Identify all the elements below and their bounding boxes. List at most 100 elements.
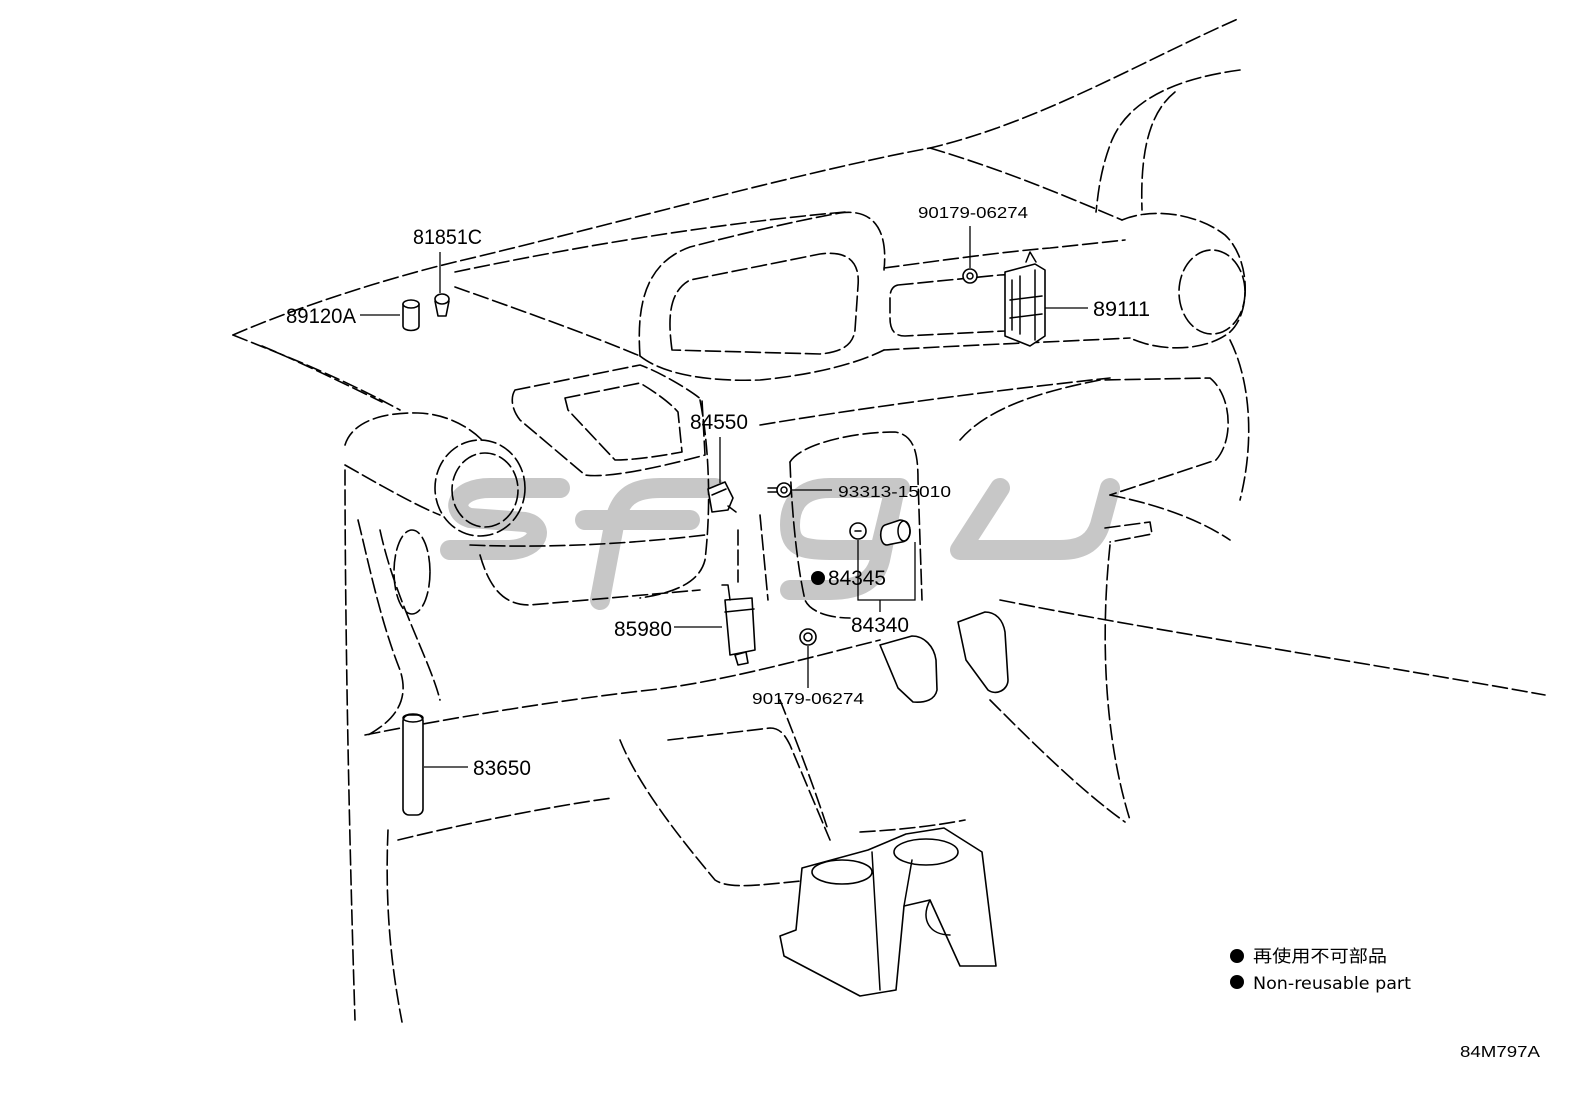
cylinder-83650-body <box>402 714 424 816</box>
console-right-line <box>989 699 1126 823</box>
lower-panel-top-line <box>759 377 1111 426</box>
right-console-side <box>1104 544 1131 821</box>
center-tray-inner <box>564 382 683 461</box>
left-side-panel-inner <box>379 529 441 701</box>
center-lower-line <box>779 699 829 831</box>
label-84345: 84345 <box>828 567 886 590</box>
hood-diagonal-line <box>454 286 641 357</box>
part-labels: 81851C 89120A 90179-06274 89111 84550 93… <box>286 205 1150 780</box>
dash-top-face-line <box>454 211 846 273</box>
clip-89120a-top <box>402 299 420 309</box>
clip-81851c-head <box>434 293 450 305</box>
cup-holder <box>779 827 997 997</box>
cylinder-83650-top <box>402 713 424 723</box>
cup-holder-divider <box>871 851 951 991</box>
nut-90179-top <box>962 268 978 284</box>
sensor-84550-tab <box>711 488 737 513</box>
part-84550 <box>707 481 737 513</box>
label-84550: 84550 <box>690 411 748 434</box>
nut-90179-bottom <box>799 628 817 646</box>
lower-console-inner <box>667 727 831 841</box>
upper-trim-right <box>883 239 1126 269</box>
part-90179-top <box>962 268 978 284</box>
part-89111 <box>1004 251 1046 347</box>
watermark-stroke-4 <box>950 478 1120 560</box>
legend-marker-english <box>1230 975 1244 989</box>
nut-90179-bottom-hole <box>803 632 813 642</box>
right-vent-housing <box>1121 212 1247 349</box>
watermark-stroke-3 <box>780 478 910 600</box>
right-side-edge <box>1229 339 1250 501</box>
label-83650: 83650 <box>473 757 531 780</box>
dash-lower-edge-2 <box>397 797 613 841</box>
legend-label-japanese: 再使用不可部品 <box>1253 946 1387 967</box>
right-small-panel <box>1104 521 1153 543</box>
left-vent-inner <box>451 452 519 528</box>
legend: 再使用不可部品 Non-reusable part <box>1230 946 1411 994</box>
part-89120a <box>402 299 420 332</box>
dash-top-edge <box>232 17 1241 336</box>
right-lower-trim <box>1109 494 1231 541</box>
figure-code: 84M797A <box>1460 1044 1540 1061</box>
module-89111-details <box>1009 251 1043 341</box>
sensor-84550-body <box>707 481 734 513</box>
label-89111: 89111 <box>1093 298 1150 321</box>
left-knee-oval <box>393 529 431 615</box>
relay-85980-body <box>724 597 756 656</box>
lower-levers <box>879 611 1009 703</box>
center-stack-left <box>639 399 710 599</box>
bolt-93313-shaft <box>767 487 778 493</box>
cup-holder-ring-left <box>811 859 873 885</box>
label-90179-bottom: 90179-06274 <box>752 691 864 708</box>
watermark-stroke-2 <box>575 478 725 610</box>
part-81851c <box>434 293 450 317</box>
clip-89120a-body <box>402 303 420 332</box>
part-83650 <box>402 713 424 816</box>
part-84340 <box>879 519 911 546</box>
left-side-panel <box>357 519 404 736</box>
center-tray-outer <box>511 364 706 477</box>
part-93313 <box>767 482 792 498</box>
watermark-logo <box>440 478 1120 610</box>
relay-85980-bracket <box>721 584 755 613</box>
console-top-line <box>859 819 966 833</box>
nut-90179-top-hole <box>966 272 974 280</box>
bolt-93313-head <box>776 482 792 498</box>
switch-84340-face <box>897 520 911 542</box>
lower-console-left <box>619 739 831 887</box>
label-81851c: 81851C <box>413 226 482 249</box>
center-column-outline <box>789 431 923 601</box>
non-reusable-marker-84345 <box>811 571 825 585</box>
cup-holder-ring-right <box>893 838 959 866</box>
windshield-base-line <box>929 147 1123 221</box>
a-pillar-inner-line <box>1140 91 1176 211</box>
left-vent-outer <box>434 439 526 537</box>
module-89111-body <box>1004 263 1046 347</box>
far-right-lower-line <box>999 599 1546 696</box>
lever-knob-right <box>957 611 1009 694</box>
watermark-stroke-1 <box>440 478 570 560</box>
meter-opening <box>669 252 860 355</box>
hood-lower-line <box>639 349 885 382</box>
bolt-93313-center <box>780 486 788 494</box>
label-89120a: 89120A <box>286 305 356 328</box>
cup-holder-body <box>779 827 997 997</box>
dash-lower-edge <box>364 639 881 736</box>
a-pillar-outer-line <box>1095 69 1241 213</box>
left-pillar-line-1 <box>344 469 356 1021</box>
relay-85980-connector <box>734 651 749 666</box>
label-85980: 85980 <box>614 618 672 641</box>
mid-panel-line <box>883 337 1131 351</box>
left-upper-edge <box>232 334 401 411</box>
leader-84345-84340-bracket <box>857 540 916 612</box>
lever-knob-left <box>879 635 938 703</box>
left-upper-edge-inner <box>261 345 383 403</box>
right-vent-inner <box>1178 249 1246 335</box>
legend-label-english: Non-reusable part <box>1253 974 1411 994</box>
legend-marker-japanese <box>1230 949 1244 963</box>
right-glovebox-outline <box>959 377 1229 496</box>
label-84340: 84340 <box>851 614 909 637</box>
leader-lines <box>360 226 1088 768</box>
left-lower-panel <box>479 554 701 606</box>
